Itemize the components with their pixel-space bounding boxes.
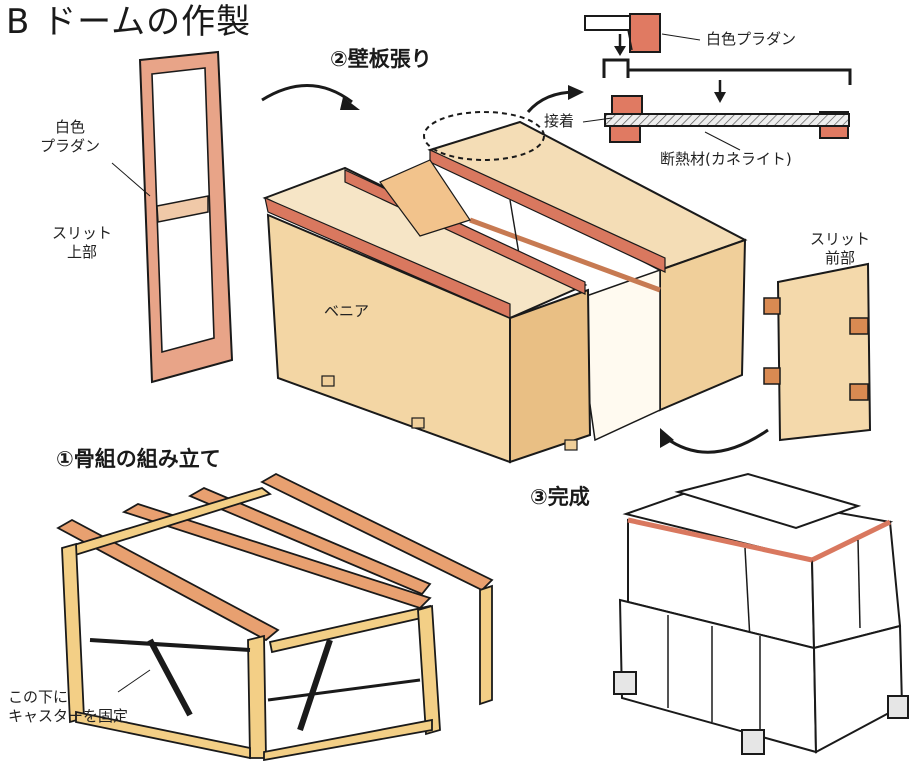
glue-label: 接着 bbox=[544, 112, 575, 130]
page-title: B ドームの作製 bbox=[6, 2, 252, 42]
caster-leader bbox=[117, 669, 151, 693]
slit-top-line1: スリット bbox=[52, 224, 113, 242]
slit-top-line2: 上部 bbox=[67, 243, 98, 261]
arrow-head-icon bbox=[340, 97, 360, 110]
arrow-to-step2-icon bbox=[261, 84, 353, 104]
arrow-head-icon bbox=[568, 85, 584, 100]
step2-heading: ②壁板張り bbox=[330, 47, 432, 71]
slit-front-panel bbox=[763, 262, 872, 442]
slit-front-label: スリット 前部 bbox=[810, 230, 870, 268]
frame-material-line2: プラダン bbox=[40, 137, 101, 155]
caster-line1: この下に bbox=[8, 688, 69, 706]
frame-material-leader bbox=[111, 162, 151, 197]
slit-front-line2: 前部 bbox=[825, 249, 856, 267]
slit-top-label: スリット 上部 bbox=[52, 224, 112, 262]
slit-front-line1: スリット bbox=[810, 230, 871, 248]
frame-material-line1: 白色 bbox=[55, 118, 86, 136]
caster-label: この下に キャスターを固定 bbox=[8, 688, 128, 726]
slit-top-frame bbox=[138, 50, 234, 384]
step1-frame bbox=[56, 472, 494, 761]
detail-material-label: 白色プラダン bbox=[706, 30, 797, 48]
veneer-label: ベニア bbox=[324, 302, 370, 320]
cross-section-detail bbox=[582, 13, 852, 151]
step3-heading: ③完成 bbox=[530, 485, 590, 509]
detail-callout-ellipse bbox=[423, 111, 545, 161]
step2-box bbox=[262, 120, 748, 464]
insulation-label: 断熱材(カネライト) bbox=[660, 150, 792, 168]
arrow-head-icon bbox=[660, 428, 674, 448]
caster-line2: キャスターを固定 bbox=[8, 707, 129, 725]
frame-material-label: 白色 プラダン bbox=[40, 118, 100, 156]
arrow-panel-to-box-icon bbox=[665, 428, 769, 454]
step3-dome bbox=[613, 472, 909, 755]
step1-heading: ①骨組の組み立て bbox=[56, 447, 221, 471]
